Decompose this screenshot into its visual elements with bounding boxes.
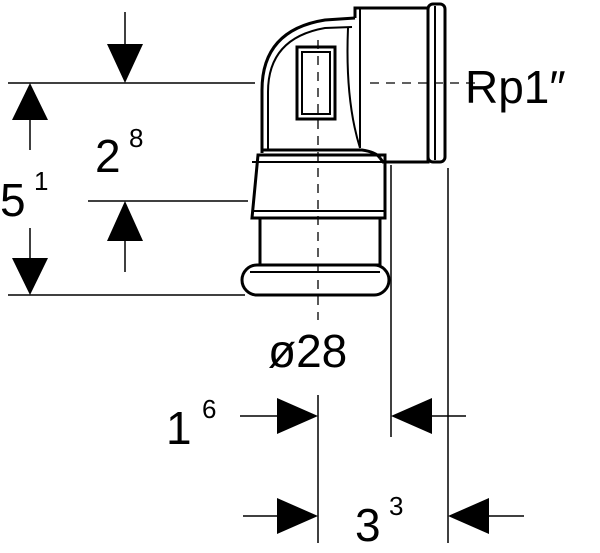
svg-text:8: 8 — [129, 123, 143, 153]
thread-label: Rp1″ — [465, 61, 566, 113]
svg-text:6: 6 — [202, 394, 216, 424]
dim-2-8-arrows — [107, 12, 143, 272]
svg-text:1: 1 — [34, 166, 48, 196]
dim-1-6-arrows — [240, 398, 466, 434]
svg-text:2: 2 — [95, 130, 121, 182]
dim-5-1-arrows — [12, 83, 48, 295]
dim-3-3-arrows — [243, 498, 524, 534]
dim-3-3-label: 3 3 — [355, 491, 403, 551]
svg-text:3: 3 — [389, 491, 403, 521]
svg-text:1: 1 — [166, 402, 192, 454]
svg-text:3: 3 — [355, 499, 381, 551]
dim-2-8-label: 2 8 — [95, 123, 143, 182]
diameter-label: ø28 — [268, 325, 347, 377]
dim-5-1-label: 5 1 — [0, 166, 48, 226]
dim-1-6-label: 1 6 — [166, 394, 216, 454]
elbow-fitting — [240, 2, 447, 297]
svg-text:5: 5 — [0, 174, 26, 226]
